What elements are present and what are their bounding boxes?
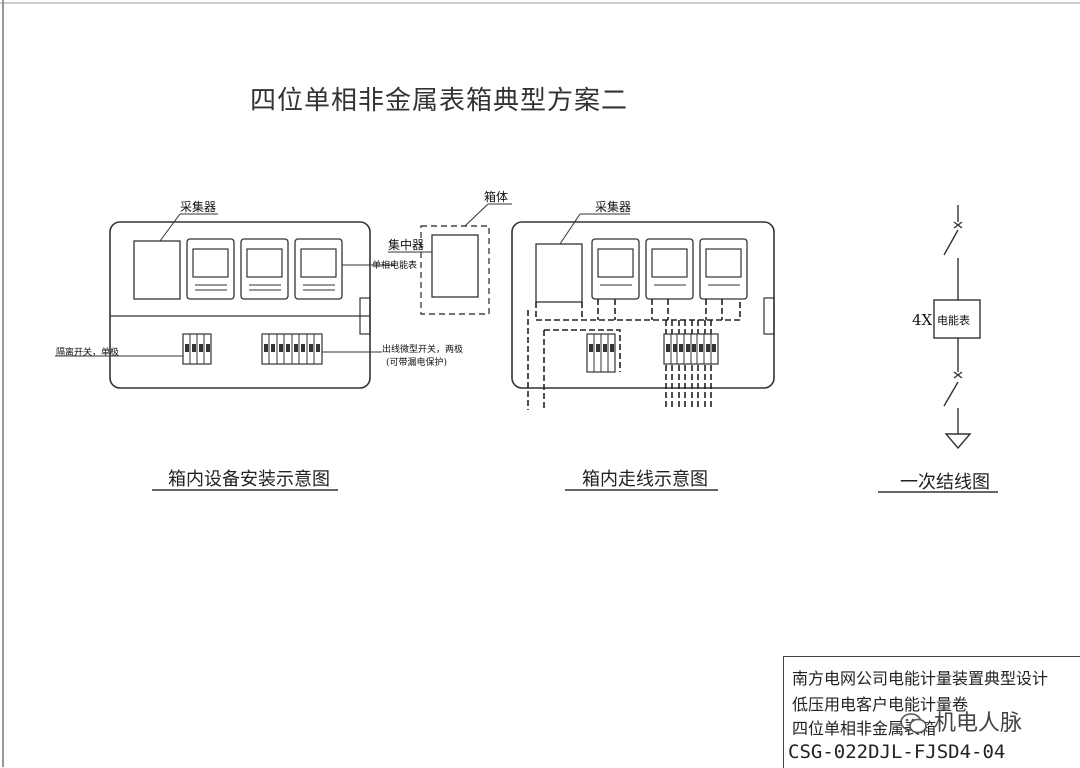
outgoing-switch-note: (可带漏电保护) [386, 358, 448, 368]
meter-label: 单相电能表 [372, 261, 418, 271]
install-diagram [55, 213, 395, 389]
wiring-caption: 箱内走线示意图 [582, 469, 708, 490]
title-block-line3: 四位单相非金属表箱 [792, 719, 937, 738]
drawing-code: CSG-022DJL-FJSD4-04 [788, 741, 1006, 763]
outgoing-switch-label: 出线微型开关，两极 [382, 345, 464, 355]
install-caption: 箱内设备安装示意图 [168, 469, 330, 490]
title-block-line2: 低压用电客户电能计量卷 [792, 695, 969, 714]
meter-1 [186, 238, 235, 300]
collector-label: 采集器 [180, 200, 217, 214]
wiring-meter-1 [591, 238, 640, 300]
drawing-title: 四位单相非金属表箱典型方案二 [250, 86, 629, 116]
watermark-text: 机电人脉 [934, 711, 1023, 736]
meter-3 [294, 238, 343, 300]
primary-diagram [933, 205, 981, 450]
primary-caption: 一次结线图 [900, 472, 990, 493]
watermark: 机电人脉 [900, 705, 1022, 737]
wiring-outgoing-switches [663, 333, 719, 365]
isolation-switch [182, 333, 212, 365]
wiring-diagram [511, 213, 775, 410]
title-block-line1: 南方电网公司电能计量装置典型设计 [792, 669, 1049, 688]
primary-meter-label: 电能表 [937, 314, 970, 327]
isolation-switch-label: 隔离开关，单极 [56, 348, 120, 358]
wiring-isolation-switch [586, 333, 616, 373]
enclosure-label: 箱体 [484, 190, 509, 204]
meter-multiplier: 4X [912, 311, 933, 329]
title-block: 南方电网公司电能计量装置典型设计 低压用电客户电能计量卷 四位单相非金属表箱 C… [783, 656, 1080, 768]
enclosure-diagram [388, 203, 512, 315]
wiring-meter-3 [699, 238, 748, 300]
meter-2 [240, 238, 289, 300]
wiring-meter-2 [645, 238, 694, 300]
wechat-icon [900, 713, 927, 734]
outgoing-switches [261, 333, 323, 365]
concentrator-label: 集中器 [388, 238, 425, 252]
wiring-collector-label: 采集器 [595, 200, 632, 214]
